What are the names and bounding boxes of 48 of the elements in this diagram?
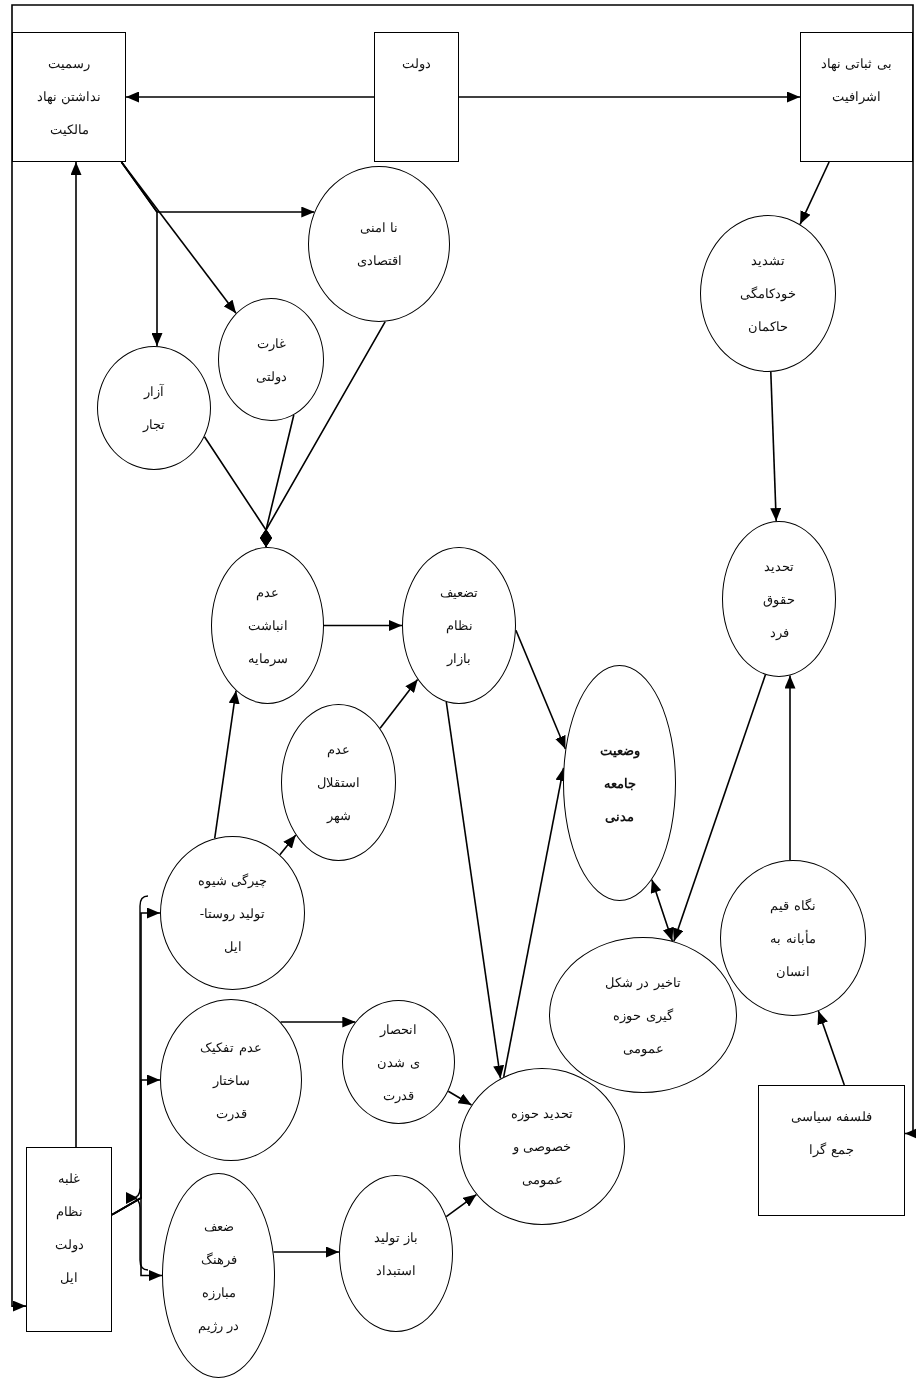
node-text: فلسفه سیاسی جمع گرا xyxy=(789,1108,874,1160)
arrow xyxy=(125,91,375,103)
arrow xyxy=(799,161,830,226)
node-text: عدم انباشت سرمایه xyxy=(246,584,289,668)
process-box xyxy=(758,1085,905,1216)
node-text: وضعیت جامعه مدنی xyxy=(598,741,641,826)
arrow xyxy=(445,701,505,1080)
arrow xyxy=(213,689,240,840)
arrow xyxy=(111,1196,163,1281)
node-text: ضعف فرهنگ مبارزه در رژیم xyxy=(196,1217,241,1336)
arrow xyxy=(279,834,297,856)
node-text: غلبه نظام دولت ایل xyxy=(53,1170,85,1287)
arrow xyxy=(650,878,674,942)
process-box xyxy=(800,32,913,162)
node-text: تشدید خودکامگی حاکمان xyxy=(739,252,797,336)
node-text: دولت xyxy=(401,55,432,74)
arrow xyxy=(445,1193,478,1218)
node-text: تحدید حقوق فرد xyxy=(762,557,796,642)
node-text: بی ثباتی نهاد اشرافیت xyxy=(820,55,893,106)
arrow xyxy=(458,91,801,103)
node-text: باز تولید استبداد xyxy=(372,1228,420,1280)
arrow xyxy=(784,674,796,861)
node-text: تاخیر در شکل گیری حوزه عمومی xyxy=(604,973,682,1059)
node-text: تضعیف نظام بازار xyxy=(439,584,479,668)
arrow xyxy=(379,678,419,730)
node-text: تحدید حوزه خصوصی و عمومی xyxy=(509,1105,575,1190)
node-text: عدم تفکیک ساختار قدرت xyxy=(200,1038,262,1123)
process-box xyxy=(374,32,459,162)
node-text: نا امنی اقتصادی xyxy=(355,219,403,270)
arrow xyxy=(672,674,767,943)
node-text: انحصار ی شدن قدرت xyxy=(376,1020,421,1105)
arrow xyxy=(11,4,916,1312)
node-text: غارت دولتی xyxy=(254,334,288,387)
node-text: رسمیت نداشتن نهاد مالکیت xyxy=(35,55,103,139)
node-text: عدم استقلال شهر xyxy=(316,741,361,826)
arrow xyxy=(447,1090,473,1106)
arrow xyxy=(323,620,403,631)
node-text: آزار تجار xyxy=(141,383,166,434)
node-text: نگاه قیم مأبانه به انسان xyxy=(769,896,817,981)
arrow xyxy=(770,371,782,522)
arrow xyxy=(120,161,163,347)
arrow xyxy=(120,161,237,315)
node-text: چیرگی شیوه تولید روستا- ایل xyxy=(197,871,268,956)
arrow xyxy=(817,1010,846,1086)
arrow xyxy=(515,629,567,750)
arrow xyxy=(70,161,82,1148)
process-box xyxy=(26,1147,112,1332)
process-box xyxy=(12,32,126,162)
